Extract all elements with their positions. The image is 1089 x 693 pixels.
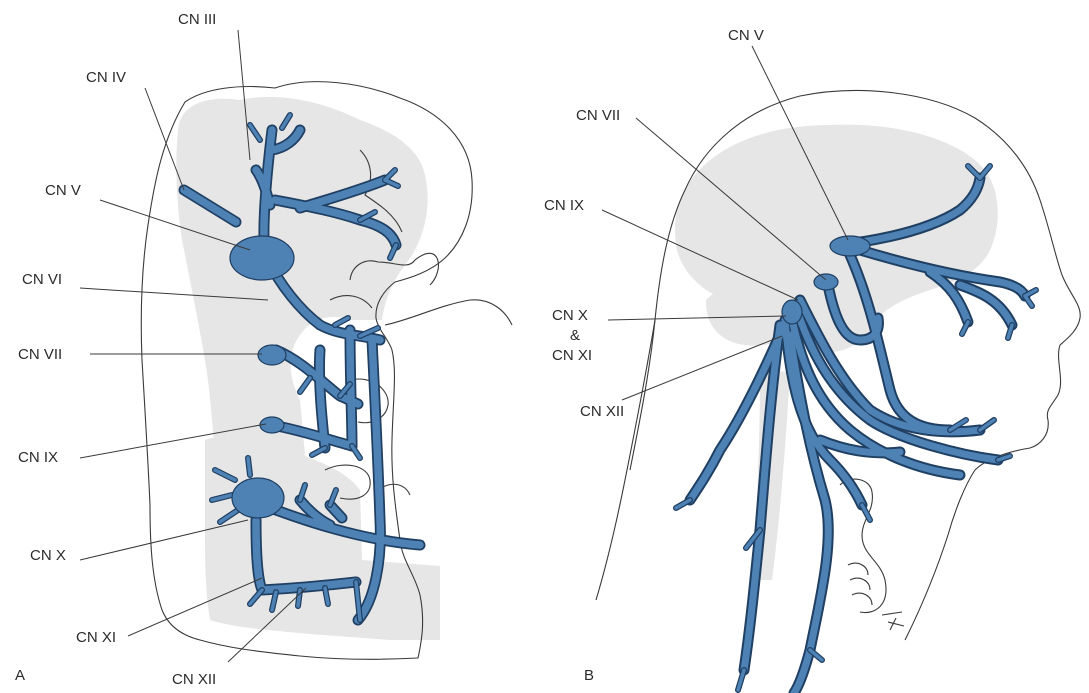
label-a-cn11: CN XI (76, 629, 116, 646)
panel-a-label: A (15, 667, 25, 684)
cn10-ganglion-b (782, 300, 802, 324)
embryo-contour-4 (385, 300, 512, 325)
cn7-ganglion-b (814, 274, 838, 290)
label-b-cn12: CN XII (580, 403, 624, 420)
label-a-cn7: CN VII (18, 346, 62, 363)
label-b-amp: & (570, 327, 580, 344)
adult-neck-back-outline (596, 320, 655, 600)
label-b-cn7: CN VII (576, 107, 620, 124)
label-b-cn9: CN IX (544, 197, 584, 214)
adult-hyoid-mark (882, 612, 904, 630)
label-b-cn10: CN X (552, 307, 588, 324)
label-a-cn6: CN VI (22, 271, 62, 288)
embryo-brain-shading (176, 97, 427, 480)
cn5-ganglion-b (830, 236, 870, 256)
cn10-ganglion-a (232, 478, 284, 518)
panel-b-label: B (584, 667, 594, 684)
label-b-cn5: CN V (728, 27, 764, 44)
label-a-cn3: CN III (178, 11, 216, 28)
cn7-ganglion-a (258, 345, 286, 365)
label-a-cn12: CN XII (172, 671, 216, 688)
label-a-cn10: CN X (30, 547, 66, 564)
label-a-cn5: CN V (45, 182, 81, 199)
panel-a: CN III CN IV CN V CN VI CN VII CN IX CN … (15, 11, 512, 688)
cn5-ganglion-a (230, 236, 294, 280)
panel-b: CN V CN VII CN IX CN X & CN XI CN XII B (544, 27, 1080, 693)
adult-trachea-rings (848, 563, 872, 605)
cn9-ganglion-a (260, 417, 284, 433)
label-b-cn11: CN XI (552, 347, 592, 364)
label-a-cn9: CN IX (18, 449, 58, 466)
label-a-cn4: CN IV (86, 69, 126, 86)
